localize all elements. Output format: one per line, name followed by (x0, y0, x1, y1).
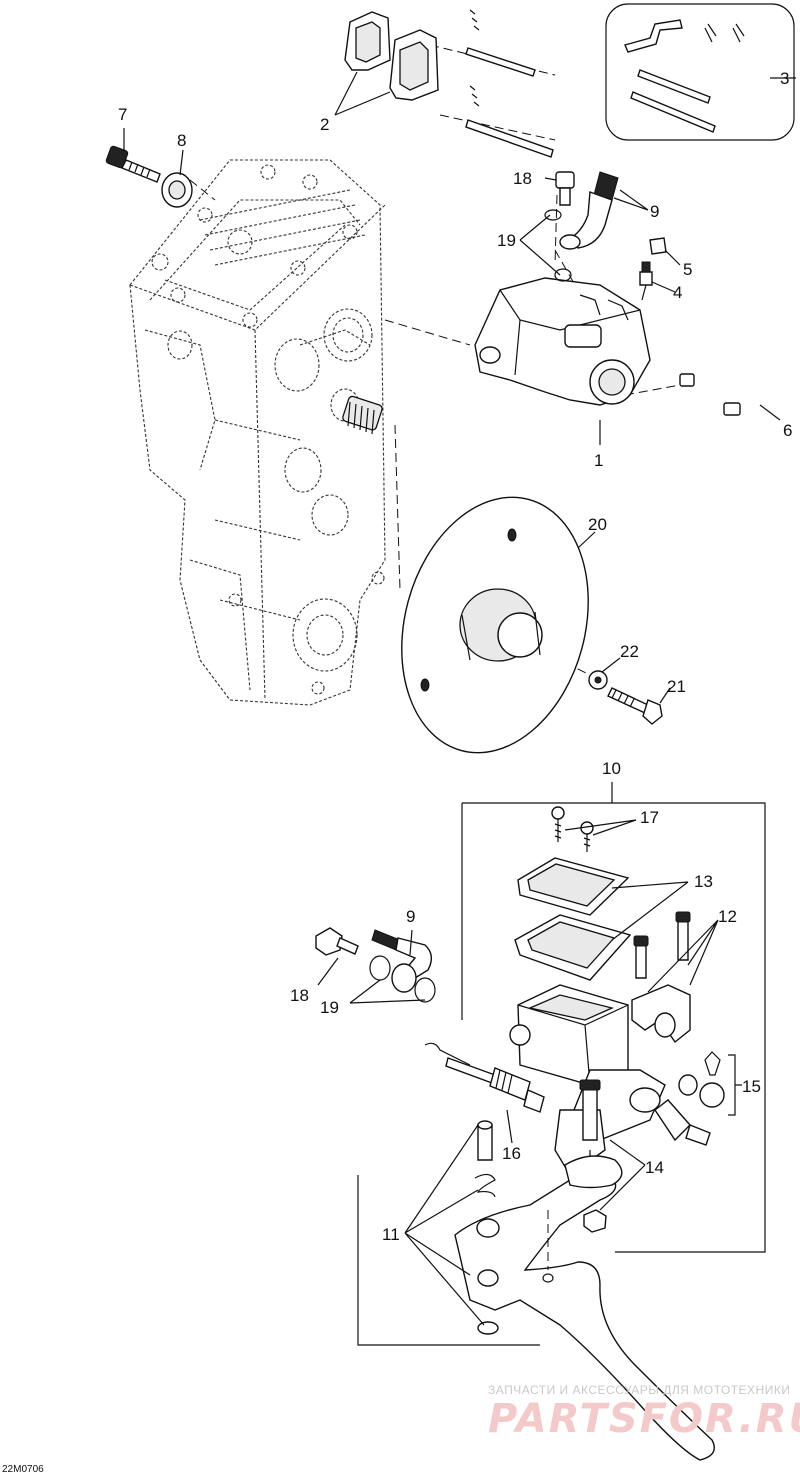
banjo-hose-top (559, 171, 619, 250)
banjo-bolt-top (555, 171, 575, 206)
splined-shaft (342, 395, 383, 435)
bolt-7 (105, 145, 161, 183)
callout-15: 15 (742, 1077, 761, 1096)
brake-pads (344, 11, 439, 101)
callout-22: 22 (620, 642, 639, 661)
callout-3: 3 (780, 69, 789, 88)
brake-line (679, 356, 768, 416)
pad-pins (465, 9, 554, 158)
callout-1: 1 (594, 451, 603, 470)
piston-assembly (424, 1042, 545, 1113)
brake-lever (454, 1155, 715, 1461)
callout-17: 17 (640, 808, 659, 827)
brake-disc (401, 496, 589, 754)
callout-14: 14 (645, 1158, 664, 1177)
callout-18-bottom: 18 (290, 986, 309, 1005)
bleeder-cap (649, 237, 667, 255)
handlebar-clamp (631, 911, 691, 1044)
leader-lines-bottom (317, 819, 719, 1326)
gearbox-housing (129, 159, 386, 706)
callout-12: 12 (718, 907, 737, 926)
washers-top (544, 209, 572, 282)
bleeder-screw (639, 261, 653, 301)
figure-code: 22M0706 (2, 1464, 44, 1475)
callout-8: 8 (177, 131, 186, 150)
reservoir-cover (514, 857, 632, 981)
callout-21: 21 (667, 677, 686, 696)
watermark-logo: PARTSFOR.RU (488, 1396, 800, 1442)
callout-20: 20 (588, 515, 607, 534)
callout-7: 7 (118, 105, 127, 124)
callout-11: 11 (382, 1225, 400, 1244)
lever-pin (474, 1120, 499, 1335)
callout-9-top: 9 (650, 202, 659, 221)
callout-10: 10 (602, 759, 621, 778)
pivot-bolt (579, 1079, 601, 1165)
callout-19-top: 19 (497, 231, 516, 250)
callout-9-bottom: 9 (406, 907, 415, 926)
callout-16: 16 (502, 1144, 521, 1163)
switch-parts (654, 1051, 725, 1146)
washer-22 (588, 670, 608, 690)
leader-lines-top (123, 71, 796, 704)
washers-bottom (369, 955, 436, 1003)
caliper-body (474, 277, 651, 406)
kit-box (605, 3, 795, 141)
banjo-bolt-bottom (315, 927, 359, 956)
callout-19-bottom: 19 (320, 998, 339, 1017)
group-brackets (357, 782, 766, 1346)
callout-18-top: 18 (513, 169, 532, 188)
bolt-21 (607, 687, 663, 725)
callout-6: 6 (783, 421, 792, 440)
watermark: ЗАПЧАСТИ И АКСЕССУАРЫ ДЛЯ МОТОТЕХНИКИ PA… (488, 1383, 800, 1442)
callout-4: 4 (673, 283, 682, 302)
nut-14 (583, 1209, 607, 1233)
callout-5: 5 (683, 260, 692, 279)
callout-labels: 7 8 2 3 18 9 19 5 4 6 1 20 22 21 10 17 1… (118, 69, 792, 1244)
watermark-tagline: ЗАПЧАСТИ И АКСЕССУАРЫ ДЛЯ МОТОТЕХНИКИ (488, 1383, 790, 1397)
seal-8 (161, 172, 193, 208)
callout-2: 2 (320, 115, 329, 134)
callout-13: 13 (694, 872, 713, 891)
